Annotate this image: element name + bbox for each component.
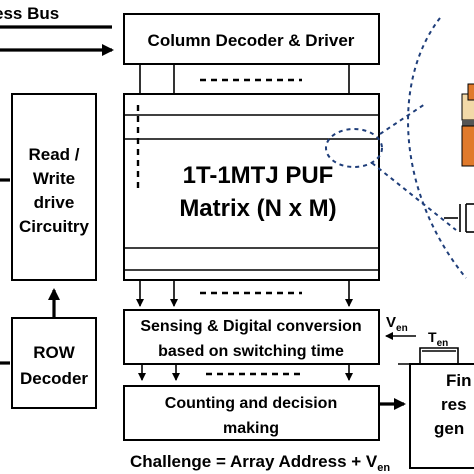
- puf-matrix-label-bg: [160, 152, 356, 236]
- v-en-label: Ven: [386, 314, 408, 334]
- mtj-cap: [467, 83, 474, 101]
- read-write-label-3: drive: [34, 193, 75, 212]
- challenge-caption: Challenge = Array Address + Ven: [130, 452, 390, 474]
- mtj-free-layer: [461, 125, 474, 167]
- column-decoder-block: [123, 13, 380, 65]
- read-write-label-2: Write: [33, 169, 75, 188]
- final-response-block: [409, 363, 474, 469]
- zoom-leader-top: [379, 103, 426, 135]
- column-decoder-label: Column Decoder & Driver: [148, 31, 355, 50]
- read-write-label-1: Read /: [28, 145, 79, 164]
- sensing-label-2: based on switching time: [158, 343, 344, 360]
- final-label-3: gen: [434, 419, 464, 438]
- t-en-label: Ten: [428, 329, 448, 349]
- mtj-barrier-layer: [462, 120, 474, 126]
- counting-block: [123, 385, 380, 441]
- read-write-label-4: Circuitry: [19, 217, 89, 236]
- zoom-callout-arc: [407, 17, 467, 279]
- row-decoder-label-1: ROW: [33, 343, 76, 362]
- counting-label-2: making: [223, 420, 279, 437]
- address-bus-label: ess Bus: [0, 4, 59, 23]
- row-decoder-block: [11, 317, 97, 409]
- sensing-label-1: Sensing & Digital conversion: [140, 318, 361, 335]
- read-write-block: [11, 93, 97, 281]
- final-label-2: res: [441, 395, 467, 414]
- final-label-1: Fin: [446, 371, 472, 390]
- row-decoder-label-2: Decoder: [20, 369, 88, 388]
- sensing-block: [123, 309, 380, 365]
- zoom-source-circle: [325, 128, 383, 168]
- puf-matrix-label-line2: Matrix (N x M): [179, 195, 336, 222]
- zoom-leader-bottom: [371, 162, 457, 231]
- counting-label-1: Counting and decision: [165, 395, 337, 412]
- puf-matrix-label-line1: 1T-1MTJ PUF: [183, 162, 334, 189]
